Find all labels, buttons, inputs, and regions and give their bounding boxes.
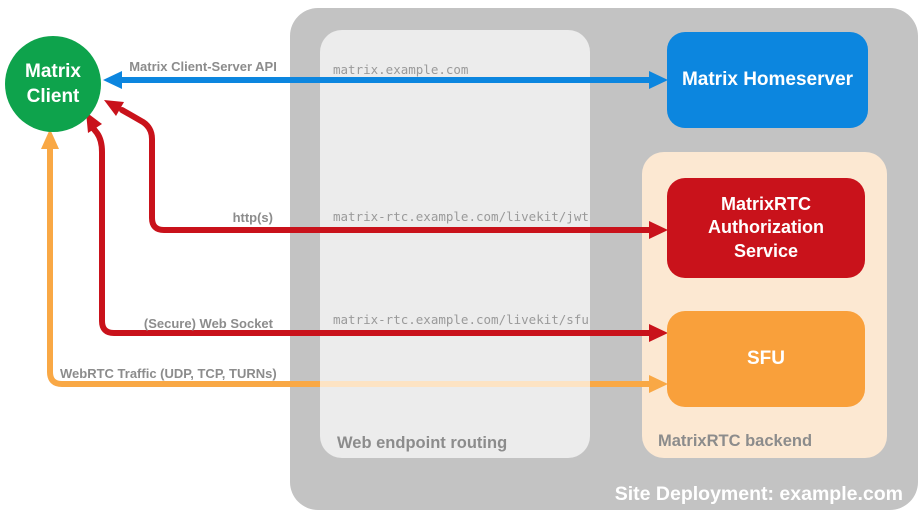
- web-endpoint-routing-caption: Web endpoint routing: [337, 434, 508, 452]
- site-deployment-caption: Site Deployment: example.com: [614, 483, 903, 505]
- https-arrowhead-to-client-icon: [104, 100, 124, 116]
- endpoint-livekit-sfu: matrix-rtc.example.com/livekit/sfu: [333, 312, 589, 327]
- matrixrtc-auth-service-label: MatrixRTC Authorization Service: [708, 193, 824, 261]
- matrix-client-label-line1: Matrix: [25, 60, 81, 82]
- webrtc-arrowhead-to-client-icon: [41, 129, 59, 149]
- sfu-node: SFU: [667, 311, 865, 407]
- matrixrtc-backend-caption: MatrixRTC backend: [658, 432, 813, 450]
- matrix-homeserver-node: Matrix Homeserver: [667, 32, 868, 128]
- web-endpoint-routing-panel: [320, 30, 590, 458]
- webrtc-traffic-arrow-label: WebRTC Traffic (UDP, TCP, TURNs): [60, 366, 277, 381]
- endpoint-matrix-homeserver: matrix.example.com: [333, 62, 469, 77]
- matrix-client-label-line2: Client: [26, 86, 80, 107]
- websocket-arrow-label: (Secure) Web Socket: [143, 316, 273, 331]
- matrix-client-node: Matrix Client: [5, 36, 101, 132]
- https-arrow-label: http(s): [232, 210, 273, 225]
- client-server-api-arrow-label: Matrix Client-Server API: [129, 59, 277, 74]
- sfu-label: SFU: [747, 348, 785, 369]
- matrixrtc-auth-service-node: MatrixRTC Authorization Service: [667, 178, 865, 278]
- endpoint-livekit-jwt: matrix-rtc.example.com/livekit/jwt: [333, 209, 589, 224]
- matrix-homeserver-label: Matrix Homeserver: [681, 69, 854, 90]
